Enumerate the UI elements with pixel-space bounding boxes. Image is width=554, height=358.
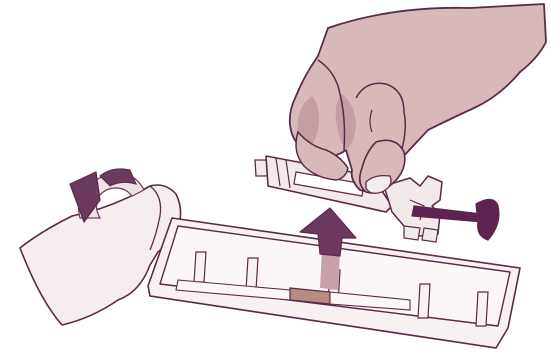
hand <box>290 4 546 193</box>
peeled-lid <box>20 185 181 325</box>
